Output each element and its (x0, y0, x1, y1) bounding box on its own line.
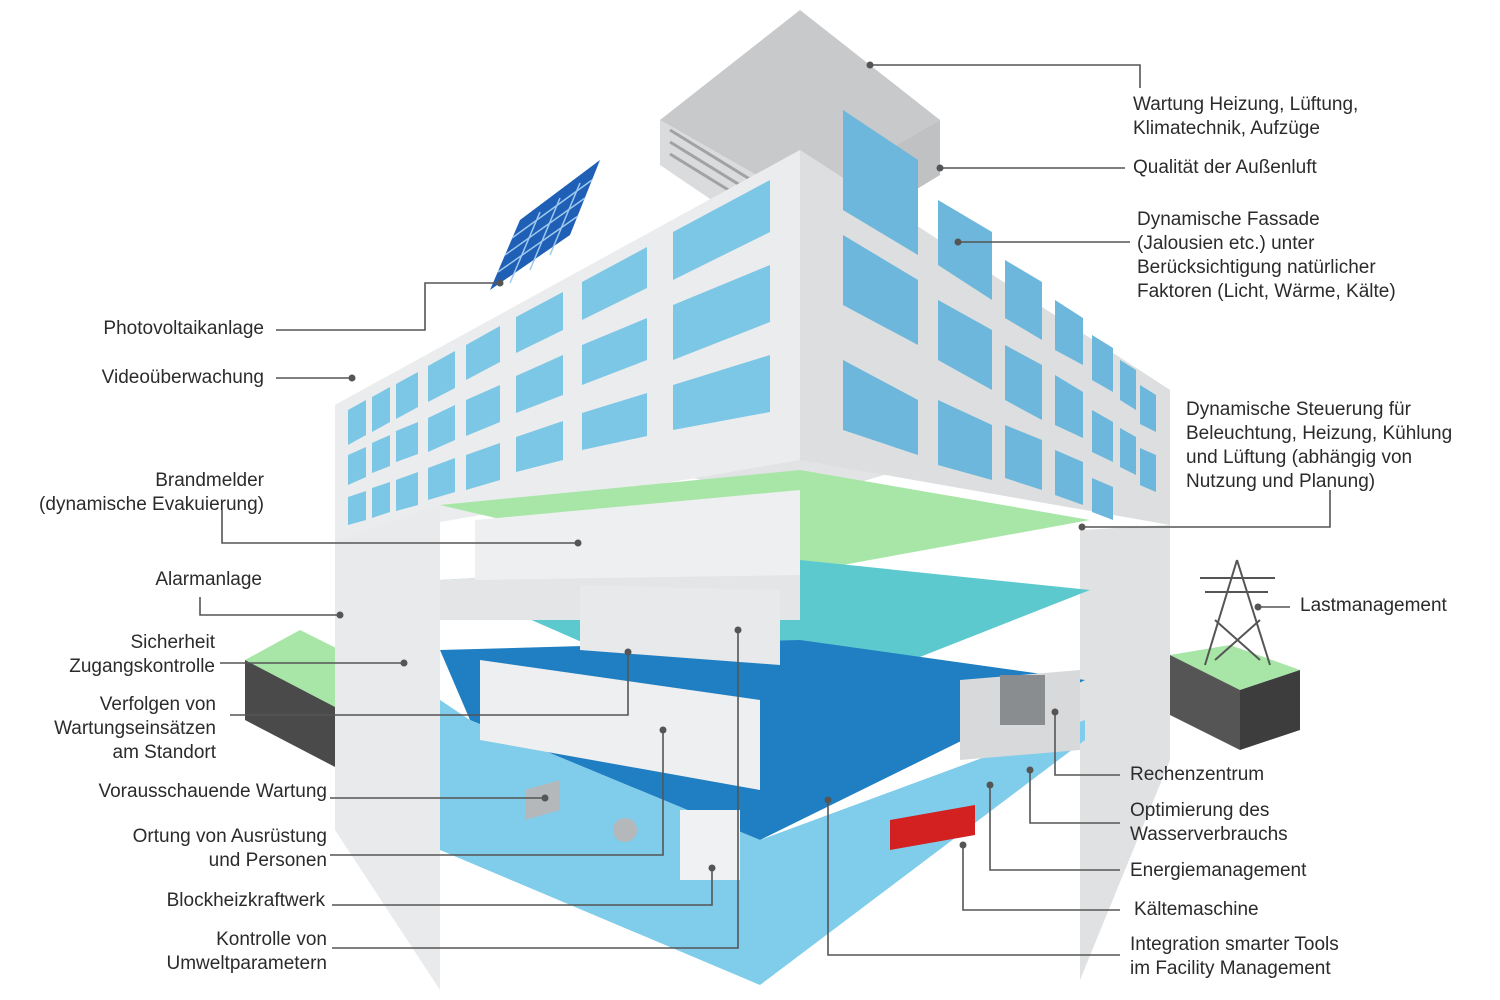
leader-dots (336, 61, 1262, 872)
label-alarmanlage: Alarmanlage (155, 568, 262, 592)
photovoltaic-panel (490, 160, 600, 290)
right-facade-windows (843, 110, 1156, 520)
label-line: Zugangskontrolle (69, 656, 215, 677)
label-line: im Facility Management (1130, 958, 1331, 979)
label-brandmelder: Brandmelder (dynamische Evakuierung) (39, 469, 264, 517)
label-umweltparameter: Kontrolle von Umweltparametern (167, 928, 328, 976)
label-line: Dynamische Steuerung für (1186, 399, 1411, 420)
label-line: Integration smarter Tools (1130, 934, 1339, 955)
label-line: Photovoltaikanlage (103, 318, 264, 339)
right-ground-block (1170, 645, 1300, 750)
label-line: Beleuchtung, Heizung, Kühlung (1186, 423, 1453, 444)
label-line: Nutzung und Planung) (1186, 471, 1376, 492)
label-aussenluft: Qualität der Außenluft (1133, 156, 1317, 180)
label-smart-tools: Integration smarter Tools im Facility Ma… (1130, 933, 1339, 981)
label-line: (Jalousien etc.) unter (1137, 233, 1315, 254)
label-line: Energiemanagement (1130, 860, 1307, 881)
label-line: Umweltparametern (166, 953, 328, 974)
label-line: (dynamische Evakuierung) (39, 494, 264, 515)
label-line: Faktoren (Licht, Wärme, Kälte) (1137, 281, 1396, 302)
label-wasserverbrauch: Optimierung des Wasserverbrauchs (1130, 799, 1288, 847)
left-facade-windows (348, 180, 770, 525)
label-line: Optimierung des (1130, 800, 1270, 821)
power-pylon-icon (1200, 559, 1275, 666)
label-line: Kältemaschine (1134, 899, 1259, 920)
label-line: Sicherheit (130, 632, 216, 653)
label-line: Brandmelder (155, 470, 264, 491)
leader-lines (199, 64, 1331, 956)
label-line: Dynamische Fassade (1137, 209, 1320, 230)
label-line: Kontrolle von (216, 929, 327, 950)
label-videoueberwachung: Videoüberwachung (102, 366, 264, 390)
label-lastmanagement: Lastmanagement (1300, 594, 1447, 618)
label-line: am Standort (112, 742, 217, 763)
label-line: Qualität der Außenluft (1133, 157, 1317, 178)
label-line: Berücksichtigung natürlicher (1137, 257, 1376, 278)
label-dynamische-steuerung: Dynamische Steuerung für Beleuchtung, He… (1186, 398, 1452, 494)
label-line: Rechenzentrum (1130, 764, 1265, 785)
label-energiemanagement: Energiemanagement (1130, 859, 1306, 883)
label-ortung: Ortung von Ausrüstung und Personen (133, 825, 327, 873)
building-lower-cutaway (335, 470, 1170, 990)
label-line: Blockheizkraftwerk (166, 890, 325, 911)
label-vorausschauende-wartung: Vorausschauende Wartung (98, 780, 327, 804)
label-line: Wartung Heizung, Lüftung, (1133, 94, 1359, 115)
label-line: Ortung von Ausrüstung (132, 826, 327, 847)
label-line: und Lüftung (abhängig von (1186, 447, 1413, 468)
label-photovoltaikanlage: Photovoltaikanlage (103, 317, 264, 341)
label-line: Lastmanagement (1300, 595, 1447, 616)
label-kaeltemaschine: Kältemaschine (1134, 898, 1259, 922)
label-line: Wartungseinsätzen (54, 718, 216, 739)
label-dynamische-fassade: Dynamische Fassade (Jalousien etc.) unte… (1137, 208, 1396, 304)
label-blockheizkraftwerk: Blockheizkraftwerk (167, 889, 325, 913)
label-line: Wasserverbrauchs (1130, 824, 1288, 845)
label-line: Vorausschauende Wartung (98, 781, 327, 802)
label-line: und Personen (208, 850, 327, 871)
label-line: Videoüberwachung (101, 367, 264, 388)
label-wartung-hlk: Wartung Heizung, Lüftung, Klimatechnik, … (1133, 93, 1358, 141)
label-rechenzentrum: Rechenzentrum (1130, 763, 1264, 787)
label-line: Alarmanlage (155, 569, 262, 590)
label-wartungseinsaetze: Verfolgen von Wartungseinsätzen am Stand… (54, 693, 216, 765)
label-line: Verfolgen von (99, 694, 216, 715)
label-zugangskontrolle: Sicherheit Zugangskontrolle (69, 631, 215, 679)
label-line: Klimatechnik, Aufzüge (1133, 118, 1320, 139)
